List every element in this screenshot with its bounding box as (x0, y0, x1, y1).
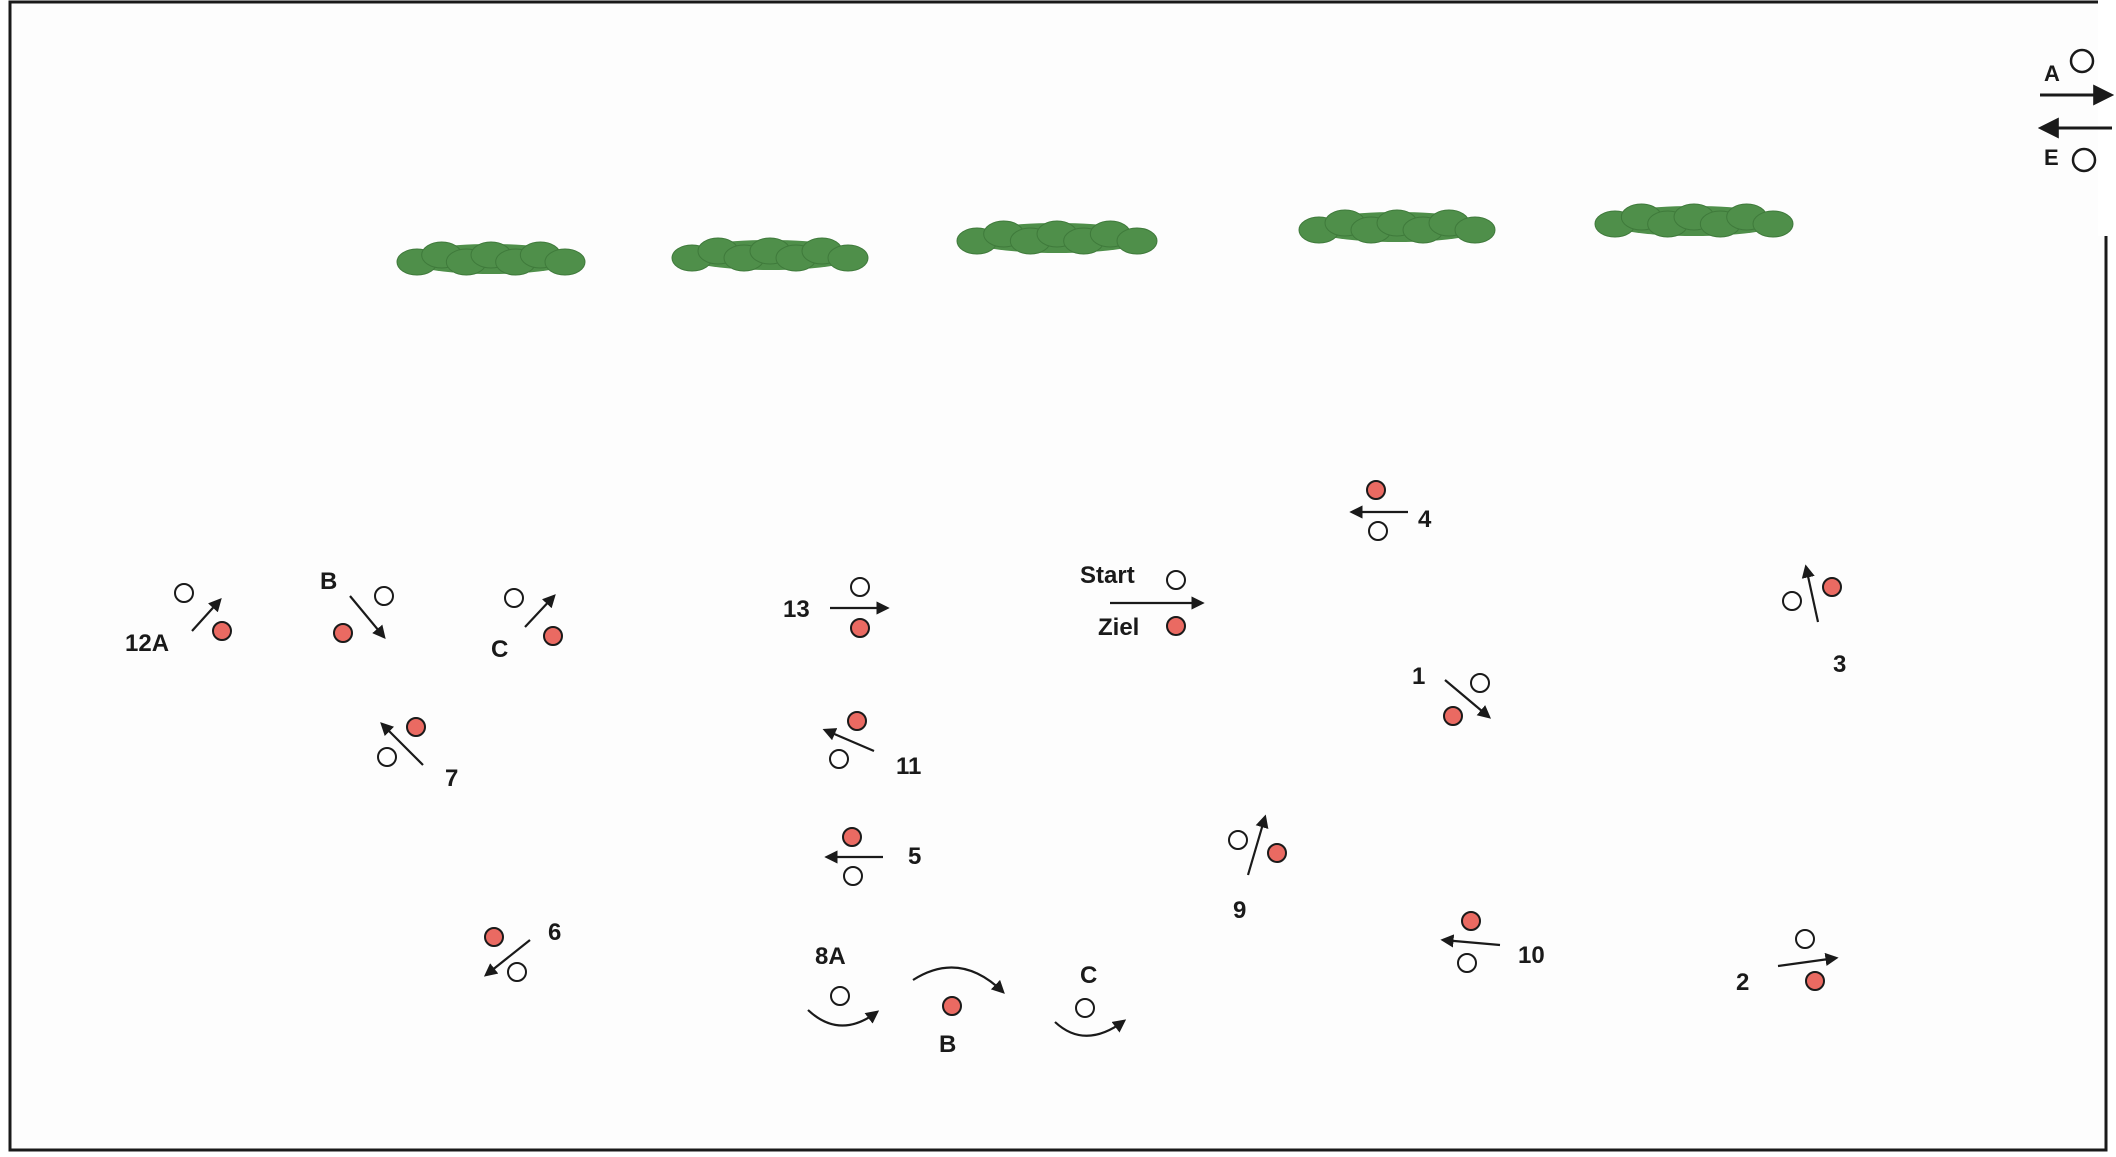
legend-label-a: A (2044, 61, 2060, 86)
white-cone (1783, 592, 1801, 610)
red-cone (1444, 707, 1462, 725)
red-cone (1462, 912, 1480, 930)
bush-lobe (1753, 211, 1793, 237)
white-cone (175, 584, 193, 602)
white-cone (1229, 831, 1247, 849)
station-label: C (1080, 962, 1097, 989)
bush-lobe (1117, 228, 1157, 254)
white-cone (851, 578, 869, 596)
finish-label: Ziel (1098, 614, 1139, 641)
red-cone (943, 997, 961, 1015)
finish-cone-red (1167, 617, 1185, 635)
station-label: 3 (1833, 651, 1846, 678)
red-cone (1268, 844, 1286, 862)
station-label: 13 (783, 596, 810, 623)
legend-cutout (2098, 0, 2116, 236)
bush-1 (397, 242, 585, 275)
white-cone (1076, 999, 1094, 1017)
station-label: 4 (1418, 506, 1432, 533)
red-cone (851, 619, 869, 637)
station-label: B (939, 1031, 956, 1058)
station-label: 11 (896, 753, 921, 780)
bush-lobe (1455, 217, 1495, 243)
white-cone (508, 963, 526, 981)
red-cone (544, 627, 562, 645)
red-cone (334, 624, 352, 642)
station-label: B (320, 568, 337, 595)
white-cone (1471, 674, 1489, 692)
station-label: 9 (1233, 897, 1246, 924)
red-cone (407, 718, 425, 736)
station-label: 2 (1736, 969, 1749, 996)
white-cone (505, 589, 523, 607)
red-cone (843, 828, 861, 846)
red-cone (485, 928, 503, 946)
red-cone (1806, 972, 1824, 990)
white-cone (1796, 930, 1814, 948)
start-label: Start (1080, 562, 1135, 589)
station-label: 6 (548, 919, 561, 946)
legend-cone-e (2073, 149, 2095, 171)
station-label: 12A (125, 630, 169, 657)
station-label: C (491, 636, 508, 663)
station-label: 8A (815, 943, 846, 970)
white-cone (831, 987, 849, 1005)
white-cone (844, 867, 862, 885)
white-cone (830, 750, 848, 768)
red-cone (1367, 481, 1385, 499)
white-cone (1458, 954, 1476, 972)
station-label: 5 (908, 843, 921, 870)
white-cone (375, 587, 393, 605)
station-label: 7 (445, 765, 458, 792)
start-cone-white (1167, 571, 1185, 589)
station-label: 1 (1412, 663, 1425, 690)
bush-lobe (828, 245, 868, 271)
bush-lobe (545, 249, 585, 275)
legend-cone-a (2071, 50, 2093, 72)
white-cone (378, 748, 396, 766)
station-label: 10 (1518, 942, 1545, 969)
red-cone (1823, 578, 1841, 596)
red-cone (213, 622, 231, 640)
legend-label-e: E (2044, 145, 2059, 170)
red-cone (848, 712, 866, 730)
white-cone (1369, 522, 1387, 540)
